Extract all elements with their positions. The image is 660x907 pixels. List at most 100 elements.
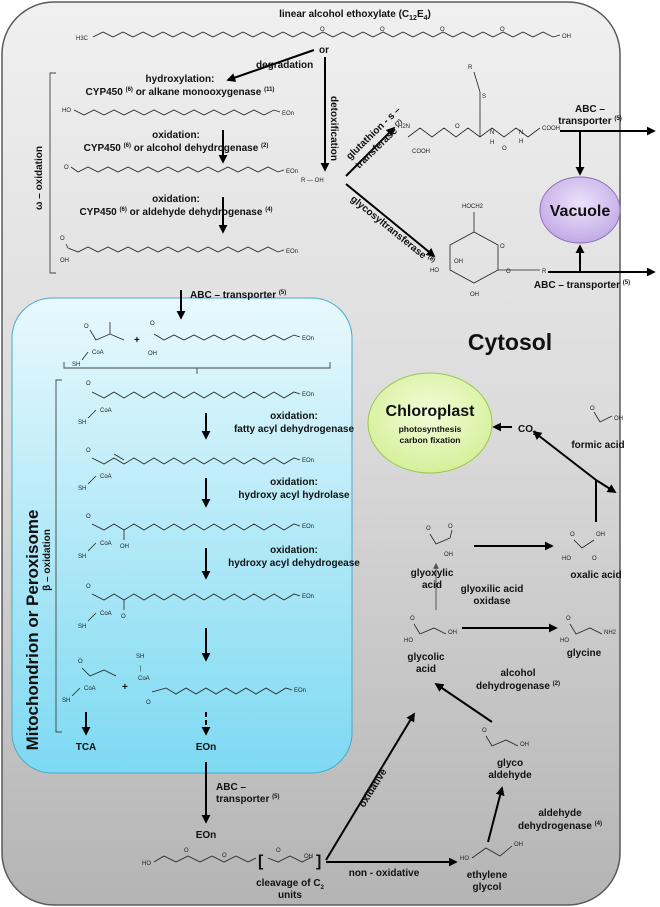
omega-step1-enzyme: CYP450 (6) or alkane monooxygenase (11) [86, 87, 275, 98]
beta-tca: TCA [76, 742, 97, 753]
svg-text:OH: OH [120, 544, 129, 550]
svg-text:HO: HO [404, 638, 413, 644]
svg-text:O: O [502, 146, 507, 152]
m2-o: O [64, 165, 69, 171]
svg-text:EOn: EOn [294, 688, 306, 694]
svg-text:SH: SH [78, 624, 86, 630]
gst-arrow [345, 126, 396, 177]
svg-text:SH: SH [136, 654, 144, 660]
svg-text:OH: OH [596, 532, 605, 538]
beta-step3-enzyme: hydroxy acyl dehydrogease [228, 558, 360, 569]
svg-text:HO: HO [430, 268, 439, 274]
beta-m2: O EOn CoA SH [78, 448, 314, 492]
omega-label: ω – oxidation [34, 146, 45, 210]
svg-text:]: ] [316, 853, 321, 870]
beta-step3-title: oxidation: [270, 545, 318, 556]
svg-text:O: O [410, 616, 415, 622]
svg-text:R: R [542, 269, 547, 275]
m3-o: O [60, 236, 65, 242]
svg-text:O: O [150, 321, 155, 327]
non-oxidative-label: non - oxidative [349, 868, 420, 879]
svg-text:OH: OH [304, 854, 313, 860]
abc-lower-2: transporter (5) [216, 794, 279, 805]
alcohol-dh-arrow [434, 682, 493, 723]
svg-text:OH: OH [454, 259, 463, 265]
m1-ho: HO [62, 108, 71, 114]
svg-text:NH2: NH2 [604, 630, 617, 636]
top-o4: O [500, 27, 505, 33]
aldehyde-dh-arrow [487, 786, 505, 843]
beta-m1: O EOn CoA SH [78, 381, 314, 426]
glyoxylic-struct: O O OH [426, 524, 453, 558]
omega-brace [49, 72, 56, 274]
svg-text:HO: HO [562, 556, 571, 562]
beta-step1-title: oxidation: [270, 411, 318, 422]
glycoaldehyde-struct: O OH [482, 728, 529, 748]
oxidative-arrow [325, 712, 415, 861]
h3c-label: H3C [76, 36, 89, 42]
vacuole [539, 176, 621, 244]
svg-text:[: [ [258, 853, 264, 870]
beta-plus-2: + [122, 682, 128, 693]
glycolic-acid-2: acid [416, 664, 436, 675]
svg-text:O: O [184, 848, 189, 854]
alcohol-dh-2: dehydrogenase (2) [476, 681, 560, 692]
cleavage-label-2: units [278, 890, 302, 901]
svg-text:EOn: EOn [302, 458, 314, 464]
svg-text:OH: OH [614, 416, 623, 422]
aldehyde-dh-2: dehydrogenase (4) [518, 821, 602, 832]
svg-text:EOn: EOn [302, 594, 314, 600]
lower-eon: EOn [196, 830, 217, 841]
chloroplast-label: Chloroplast [386, 403, 476, 420]
svg-text:SH: SH [62, 698, 70, 704]
svg-text:OH: OH [444, 552, 453, 558]
title-c12e4: linear alcohol ethoxylate (C12E4) [279, 9, 431, 22]
svg-text:OH: OH [514, 842, 523, 848]
svg-text:O: O [570, 532, 575, 538]
svg-text:S: S [482, 94, 486, 100]
omega-step2-enzyme: CYP450 (6) or alcohol dehydrogenase (2) [84, 143, 269, 154]
glycolic-acid-1: glycolic [407, 652, 445, 663]
svg-text:H: H [519, 139, 523, 145]
degradation-label: degradation [256, 60, 313, 71]
svg-text:CoA: CoA [100, 541, 112, 547]
svg-text:SH: SH [78, 420, 86, 426]
m2-eon: EOn [286, 169, 298, 175]
glycine-label: glycine [567, 648, 602, 659]
m3-eon: EOn [286, 249, 298, 255]
beta-join-brace [63, 362, 331, 374]
svg-text:CoA: CoA [138, 676, 150, 682]
svg-text:O: O [590, 406, 595, 412]
svg-text:O: O [455, 124, 460, 130]
omega-m3 [67, 246, 285, 253]
svg-text:O: O [426, 526, 431, 532]
glyco-aldehyde-2: aldehyde [488, 770, 532, 781]
omega-step2-title: oxidation: [152, 130, 200, 141]
roh-label: R — OH [301, 178, 324, 184]
glucoside-conjugate: HOCH2 O HO OH OH O R [430, 204, 547, 298]
cleavage-label-1: cleavage of C2 [256, 878, 324, 891]
svg-text:O: O [482, 728, 487, 734]
svg-text:HO: HO [142, 861, 151, 867]
omega-step3-title: oxidation: [152, 194, 200, 205]
svg-text:HO: HO [460, 856, 469, 862]
svg-text:SH: SH [78, 486, 86, 492]
svg-text:H2N: H2N [398, 124, 410, 130]
svg-text:O: O [86, 381, 91, 387]
svg-text:O: O [86, 448, 91, 454]
aldehyde-dh-1: aldehyde [538, 808, 582, 819]
svg-text:CoA: CoA [84, 686, 96, 692]
svg-text:O: O [78, 659, 83, 665]
beta-m5-acetyl: O CoA SH [62, 659, 117, 704]
top-o1: O [320, 27, 325, 33]
omega-step3-enzyme: CYP450 (6) or aldehyde dehydrogenase (4) [79, 207, 272, 218]
alcohol-dh-1: alcohol [500, 668, 535, 679]
svg-text:O: O [86, 584, 91, 590]
svg-text:HO: HO [560, 638, 569, 644]
svg-text:EOn: EOn [302, 392, 314, 398]
abc-top-label-2: transporter (5) [558, 116, 621, 127]
abc-top-label-1: ABC – [575, 104, 605, 115]
beta-plus-1: + [134, 335, 140, 346]
beta-step2-title: oxidation: [270, 477, 318, 488]
formic-struct: O OH [590, 406, 623, 423]
